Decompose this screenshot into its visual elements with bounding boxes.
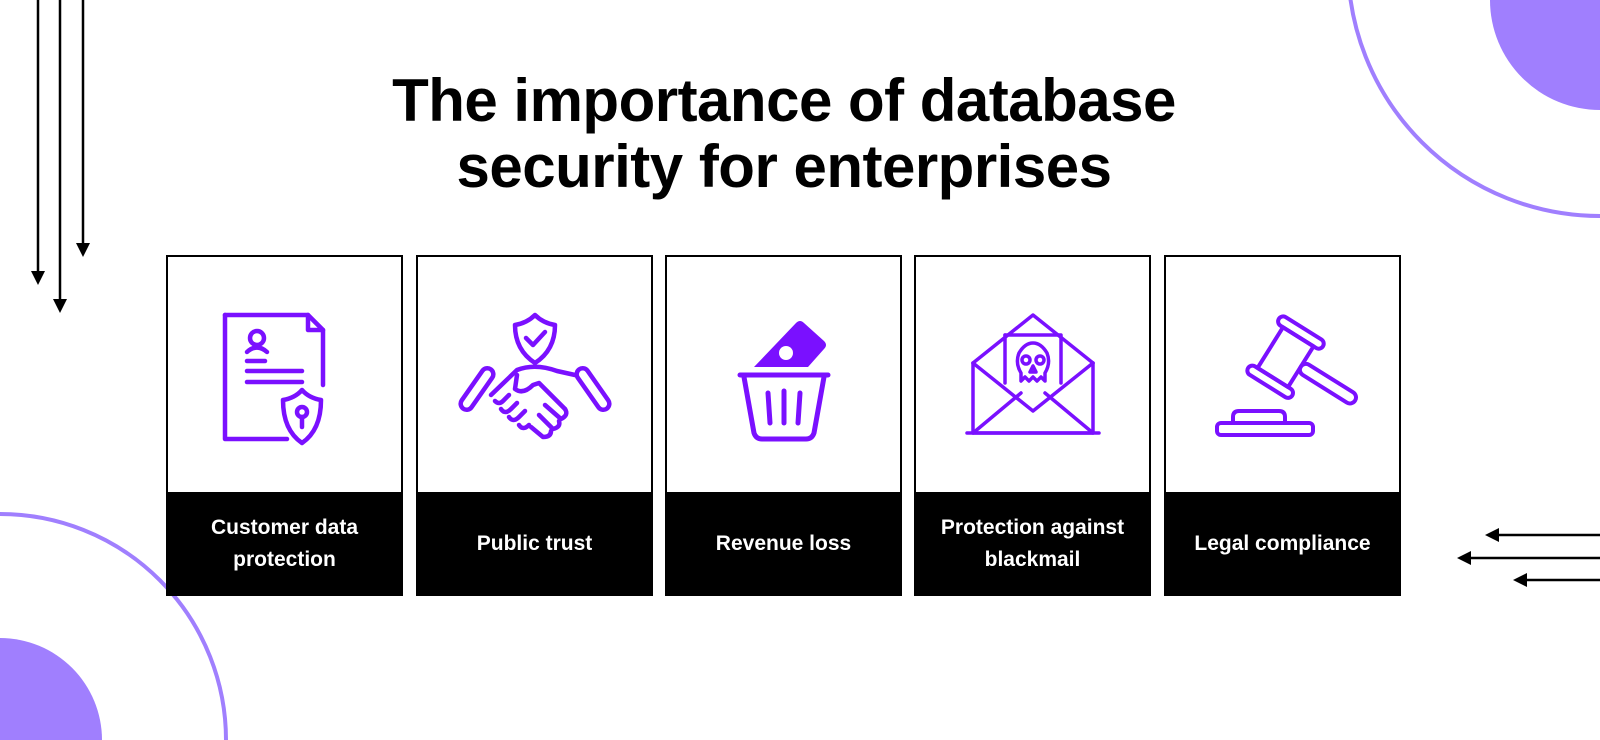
document-shield-lock-icon (222, 312, 325, 445)
card-icon-area (667, 257, 900, 492)
card-public-trust: Public trust (416, 255, 653, 596)
card-revenue-loss: Revenue loss (665, 255, 902, 596)
card-icon-area (168, 257, 401, 492)
card-icon-area (1166, 257, 1399, 492)
card-label: Revenue loss (665, 492, 902, 596)
card-label: Protection against blackmail (914, 492, 1151, 596)
page-title: The importance of database security for … (0, 68, 1568, 200)
card-label: Legal compliance (1164, 492, 1401, 596)
title-line-1: The importance of database (392, 67, 1176, 134)
envelope-skull-icon (964, 312, 1101, 435)
handshake-shield-check-icon (457, 312, 612, 439)
title-line-2: security for enterprises (456, 133, 1112, 200)
card-label: Public trust (416, 492, 653, 596)
decor-circles-top-right (1348, 0, 1600, 218)
card-label: Customer data protection (166, 492, 403, 596)
card-protection-against-blackmail: Protection against blackmail (914, 255, 1151, 596)
left-arrows-icon (1457, 528, 1600, 587)
gavel-icon (1214, 313, 1358, 437)
card-legal-compliance: Legal compliance (1164, 255, 1401, 596)
down-arrows-icon (31, 0, 90, 313)
decor-circles-bottom-left (0, 512, 228, 740)
card-icon-area (418, 257, 651, 492)
card-icon-area (916, 257, 1149, 492)
money-trash-bin-icon (737, 320, 830, 441)
card-customer-data-protection: Customer data protection (166, 255, 403, 596)
